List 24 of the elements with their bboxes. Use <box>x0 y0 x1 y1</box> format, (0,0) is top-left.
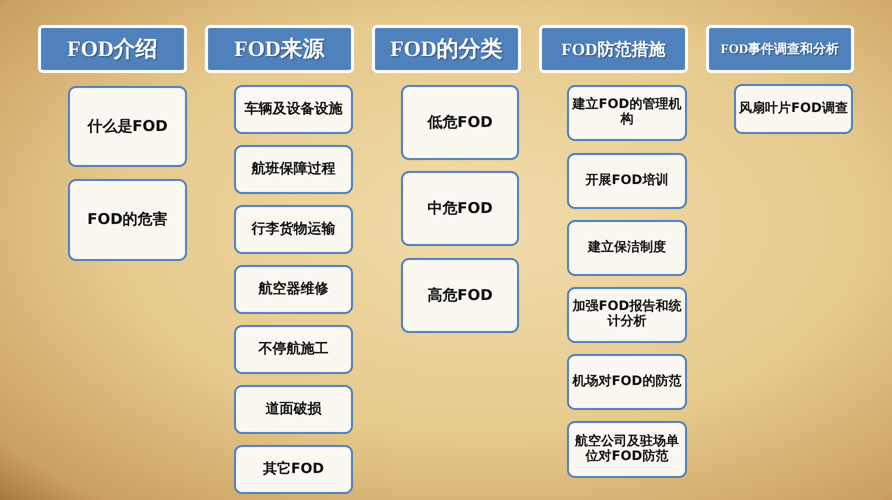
topic-box: 加强FOD报告和统计分析 <box>567 287 687 343</box>
topic-box: 建立保洁制度 <box>567 220 687 276</box>
topic-box: 其它FOD <box>234 445 353 494</box>
topic-box: 中危FOD <box>401 171 519 246</box>
topic-box: 什么是FOD <box>68 86 187 167</box>
topic-box: FOD的危害 <box>68 179 187 261</box>
topic-box: 低危FOD <box>401 85 519 160</box>
topic-box: 不停航施工 <box>234 325 353 374</box>
topic-box: 开展FOD培训 <box>567 153 687 209</box>
category-header: FOD事件调查和分析 <box>706 25 854 73</box>
topic-box: 高危FOD <box>401 258 519 333</box>
category-header: FOD防范措施 <box>539 25 688 73</box>
topic-box: 航空器维修 <box>234 265 353 314</box>
topic-box: 航空公司及驻场单位对FOD防范 <box>567 421 687 478</box>
topic-box: 车辆及设备设施 <box>234 85 353 134</box>
topic-box: 航班保障过程 <box>234 145 353 194</box>
topic-box: 建立FOD的管理机构 <box>567 85 687 141</box>
category-header: FOD来源 <box>205 25 354 73</box>
topic-box: 行李货物运输 <box>234 205 353 254</box>
category-header: FOD的分类 <box>372 25 521 73</box>
topic-box: 道面破损 <box>234 385 353 434</box>
category-header: FOD介绍 <box>38 25 187 73</box>
topic-box: 机场对FOD的防范 <box>567 354 687 410</box>
topic-box: 风扇叶片FOD调查 <box>734 84 853 134</box>
